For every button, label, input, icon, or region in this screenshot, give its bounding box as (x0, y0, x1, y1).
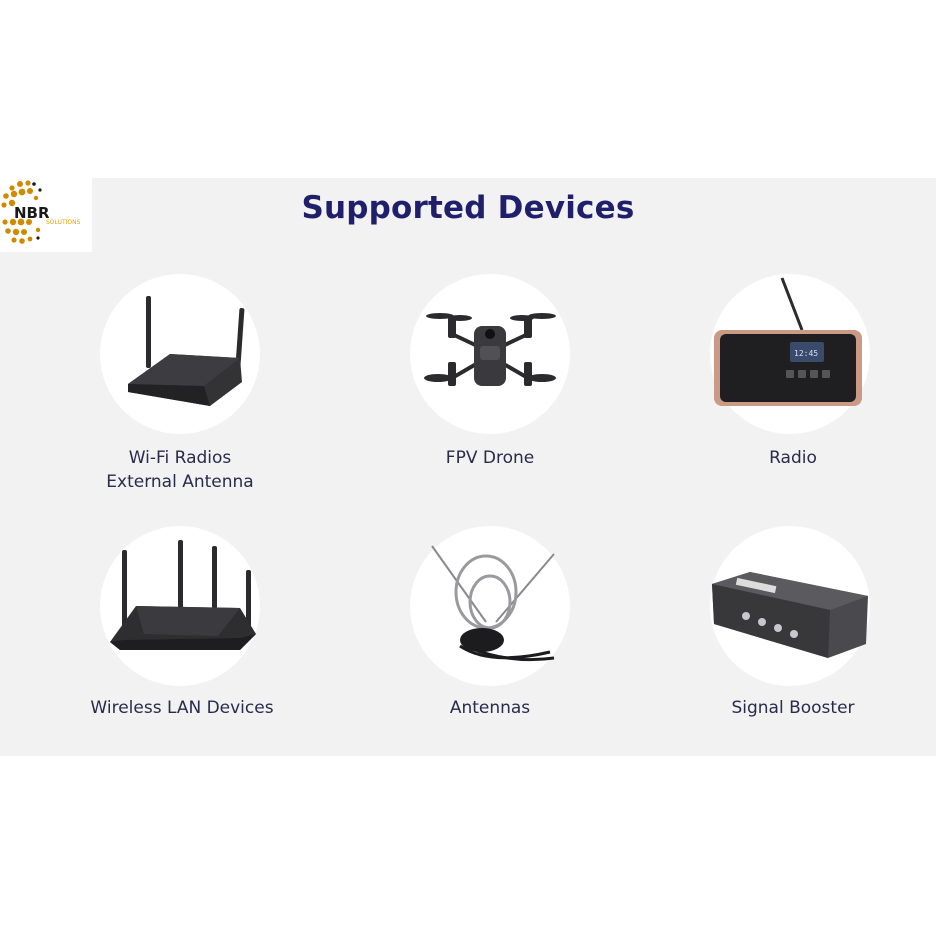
wireless-lan-router-icon (100, 526, 260, 686)
svg-text:12:45: 12:45 (794, 349, 818, 358)
wifi-router-icon (100, 274, 260, 434)
device-label-signal-booster: Signal Booster (731, 698, 855, 718)
signal-booster-icon (710, 526, 870, 686)
radio-icon: 12:45 (710, 274, 870, 434)
device-label-wireless-lan: Wireless LAN Devices (90, 698, 274, 718)
device-label-antennas: Antennas (449, 698, 531, 718)
logo-sub-text: SOLUTIONS (46, 219, 81, 226)
antenna-icon (410, 526, 570, 686)
page-title: Supported Devices (301, 190, 635, 226)
device-label-fpv-drone: FPV Drone (445, 448, 535, 468)
device-label-radio: Radio (769, 448, 817, 468)
drone-icon (410, 274, 570, 434)
nbr-solutions-logo: NBR SOLUTIONS (0, 178, 92, 252)
device-label-wifi-radios: Wi-Fi Radios External Antenna (106, 448, 254, 492)
logo-brand-text: NBR (14, 204, 50, 222)
